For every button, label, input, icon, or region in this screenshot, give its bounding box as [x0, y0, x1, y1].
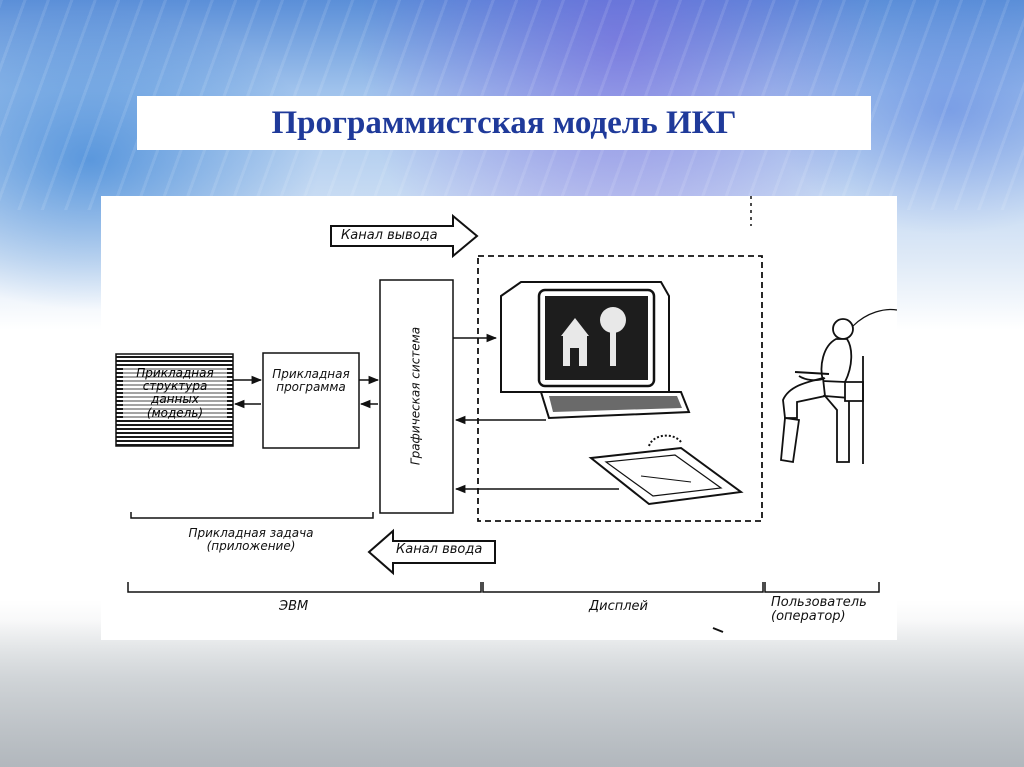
- application-program-label: Прикладная программа: [265, 367, 357, 395]
- data-structure-line-1: Прикладная: [136, 366, 214, 380]
- applied-task-label: Прикладная задача (приложение): [161, 526, 341, 554]
- user-brace: [764, 582, 880, 593]
- diagram-panel: Канал вывода Канал ввода Прикладная стру…: [101, 196, 897, 640]
- user-line-2: (оператор): [771, 609, 846, 625]
- application-program-line-1: Прикладная: [272, 367, 350, 381]
- data-structure-label: Прикладная структура данных (модель): [123, 366, 227, 420]
- user-line-1: Пользователь: [771, 595, 867, 610]
- input-channel-label: Канал ввода: [396, 542, 483, 557]
- monitor-icon: [500, 281, 691, 420]
- output-channel-arrow: [330, 213, 479, 259]
- display-label: Дисплей: [589, 599, 649, 614]
- applied-task-line-2: (приложение): [206, 539, 296, 554]
- computer-brace: [127, 582, 482, 593]
- application-program-box: [262, 352, 360, 449]
- applied-task-line-1: Прикладная задача: [188, 526, 314, 540]
- data-structure-line-4: (модель): [146, 405, 204, 420]
- data-structure-line-2: структура: [142, 379, 208, 394]
- graphics-system-box: [379, 279, 454, 514]
- application-program-line-2: программа: [276, 380, 346, 395]
- slide-floor: [0, 620, 1024, 767]
- title-box: Программистская модель ИКГ: [137, 96, 871, 150]
- display-brace: [482, 582, 764, 593]
- input-channel-arrow: [367, 528, 496, 576]
- data-structure-line-3: данных: [151, 392, 199, 407]
- applied-task-brace: [130, 512, 374, 519]
- user-operator-icon: [780, 318, 864, 464]
- display-frame: [477, 255, 763, 522]
- output-channel-label: Канал вывода: [341, 228, 438, 243]
- computer-label: ЭВМ: [279, 599, 309, 614]
- user-label: Пользователь (оператор): [771, 595, 867, 625]
- slide-title: Программистская модель ИКГ: [271, 104, 737, 141]
- graphics-tablet-icon: [588, 434, 744, 506]
- graphics-system-label: Графическая система: [408, 326, 423, 466]
